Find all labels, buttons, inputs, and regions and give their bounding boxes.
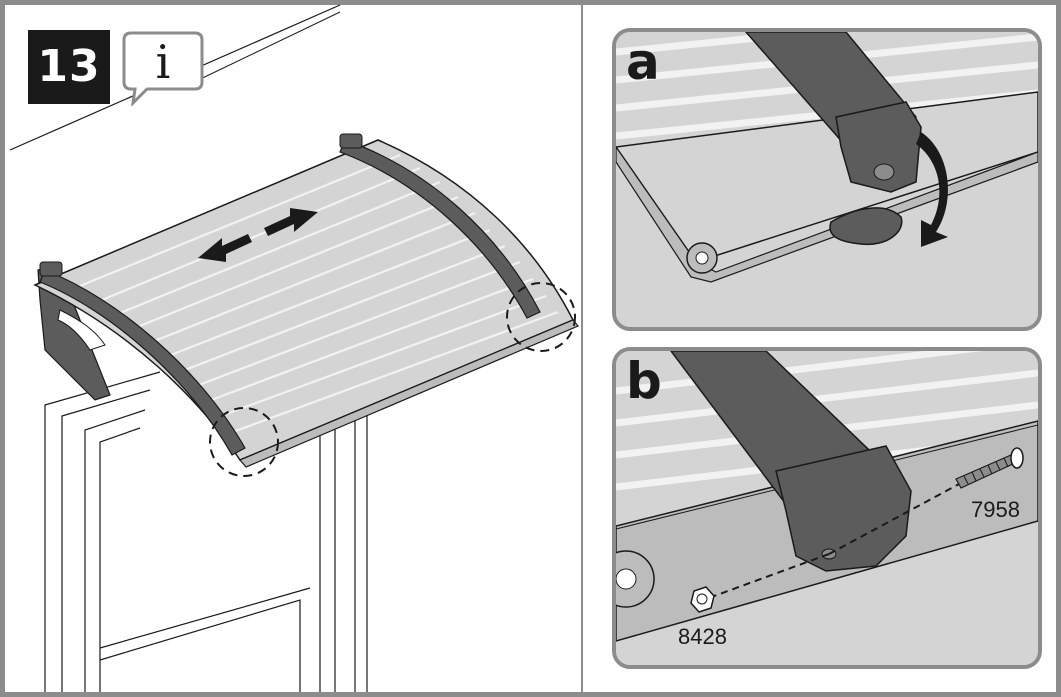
- panel-b-illustration: [616, 351, 1038, 665]
- part-number-nut: 8428: [678, 624, 727, 649]
- slide-left-arrow-icon: [198, 234, 252, 262]
- polycarbonate-roof-panel: [33, 139, 575, 461]
- wall-edge-line: [189, 11, 341, 85]
- roof-front-profile: [239, 319, 579, 468]
- arm-end-cap: [339, 133, 363, 149]
- arm-end-cap: [39, 261, 63, 277]
- support-arm-right: [339, 139, 541, 319]
- tube-end-hole: [695, 251, 709, 265]
- speech-bubble-shape: [122, 31, 204, 106]
- highlight-circle-a-icon: [209, 407, 279, 477]
- support-arm-left: [39, 269, 246, 456]
- roof-stripes: [69, 153, 559, 438]
- arm-end-bracket: [835, 101, 922, 193]
- assembly-line: [705, 553, 830, 600]
- info-speech-bubble-icon: i: [121, 30, 205, 106]
- bolt-icon: [955, 447, 1024, 489]
- arm-end-bracket: [775, 445, 912, 572]
- detail-panel-a: a: [612, 28, 1042, 331]
- panel-b-letter: b: [626, 352, 662, 410]
- clip-piece: [829, 207, 903, 246]
- slide-right-arrow-icon: [264, 208, 318, 236]
- detail-panel-b: b 7958 8428: [612, 347, 1042, 669]
- step-number-badge: 13: [28, 30, 110, 104]
- part-number-bolt: 7958: [971, 497, 1020, 522]
- highlight-circle-b-icon: [506, 282, 576, 352]
- info-glyph: i: [155, 35, 171, 89]
- panel-a-letter: a: [626, 33, 660, 91]
- door-frame: [44, 371, 368, 692]
- bracket-cutout: [57, 309, 106, 351]
- bracket-pin: [873, 163, 895, 181]
- tube-end-hole: [616, 568, 637, 590]
- rotate-down-arrow-icon: [916, 132, 948, 247]
- panel-a-illustration: [616, 32, 1038, 327]
- hex-nut-icon: [690, 586, 715, 613]
- assembly-line: [828, 482, 962, 555]
- canopy-overview-illustration: [9, 4, 579, 692]
- panel-divider: [581, 5, 583, 692]
